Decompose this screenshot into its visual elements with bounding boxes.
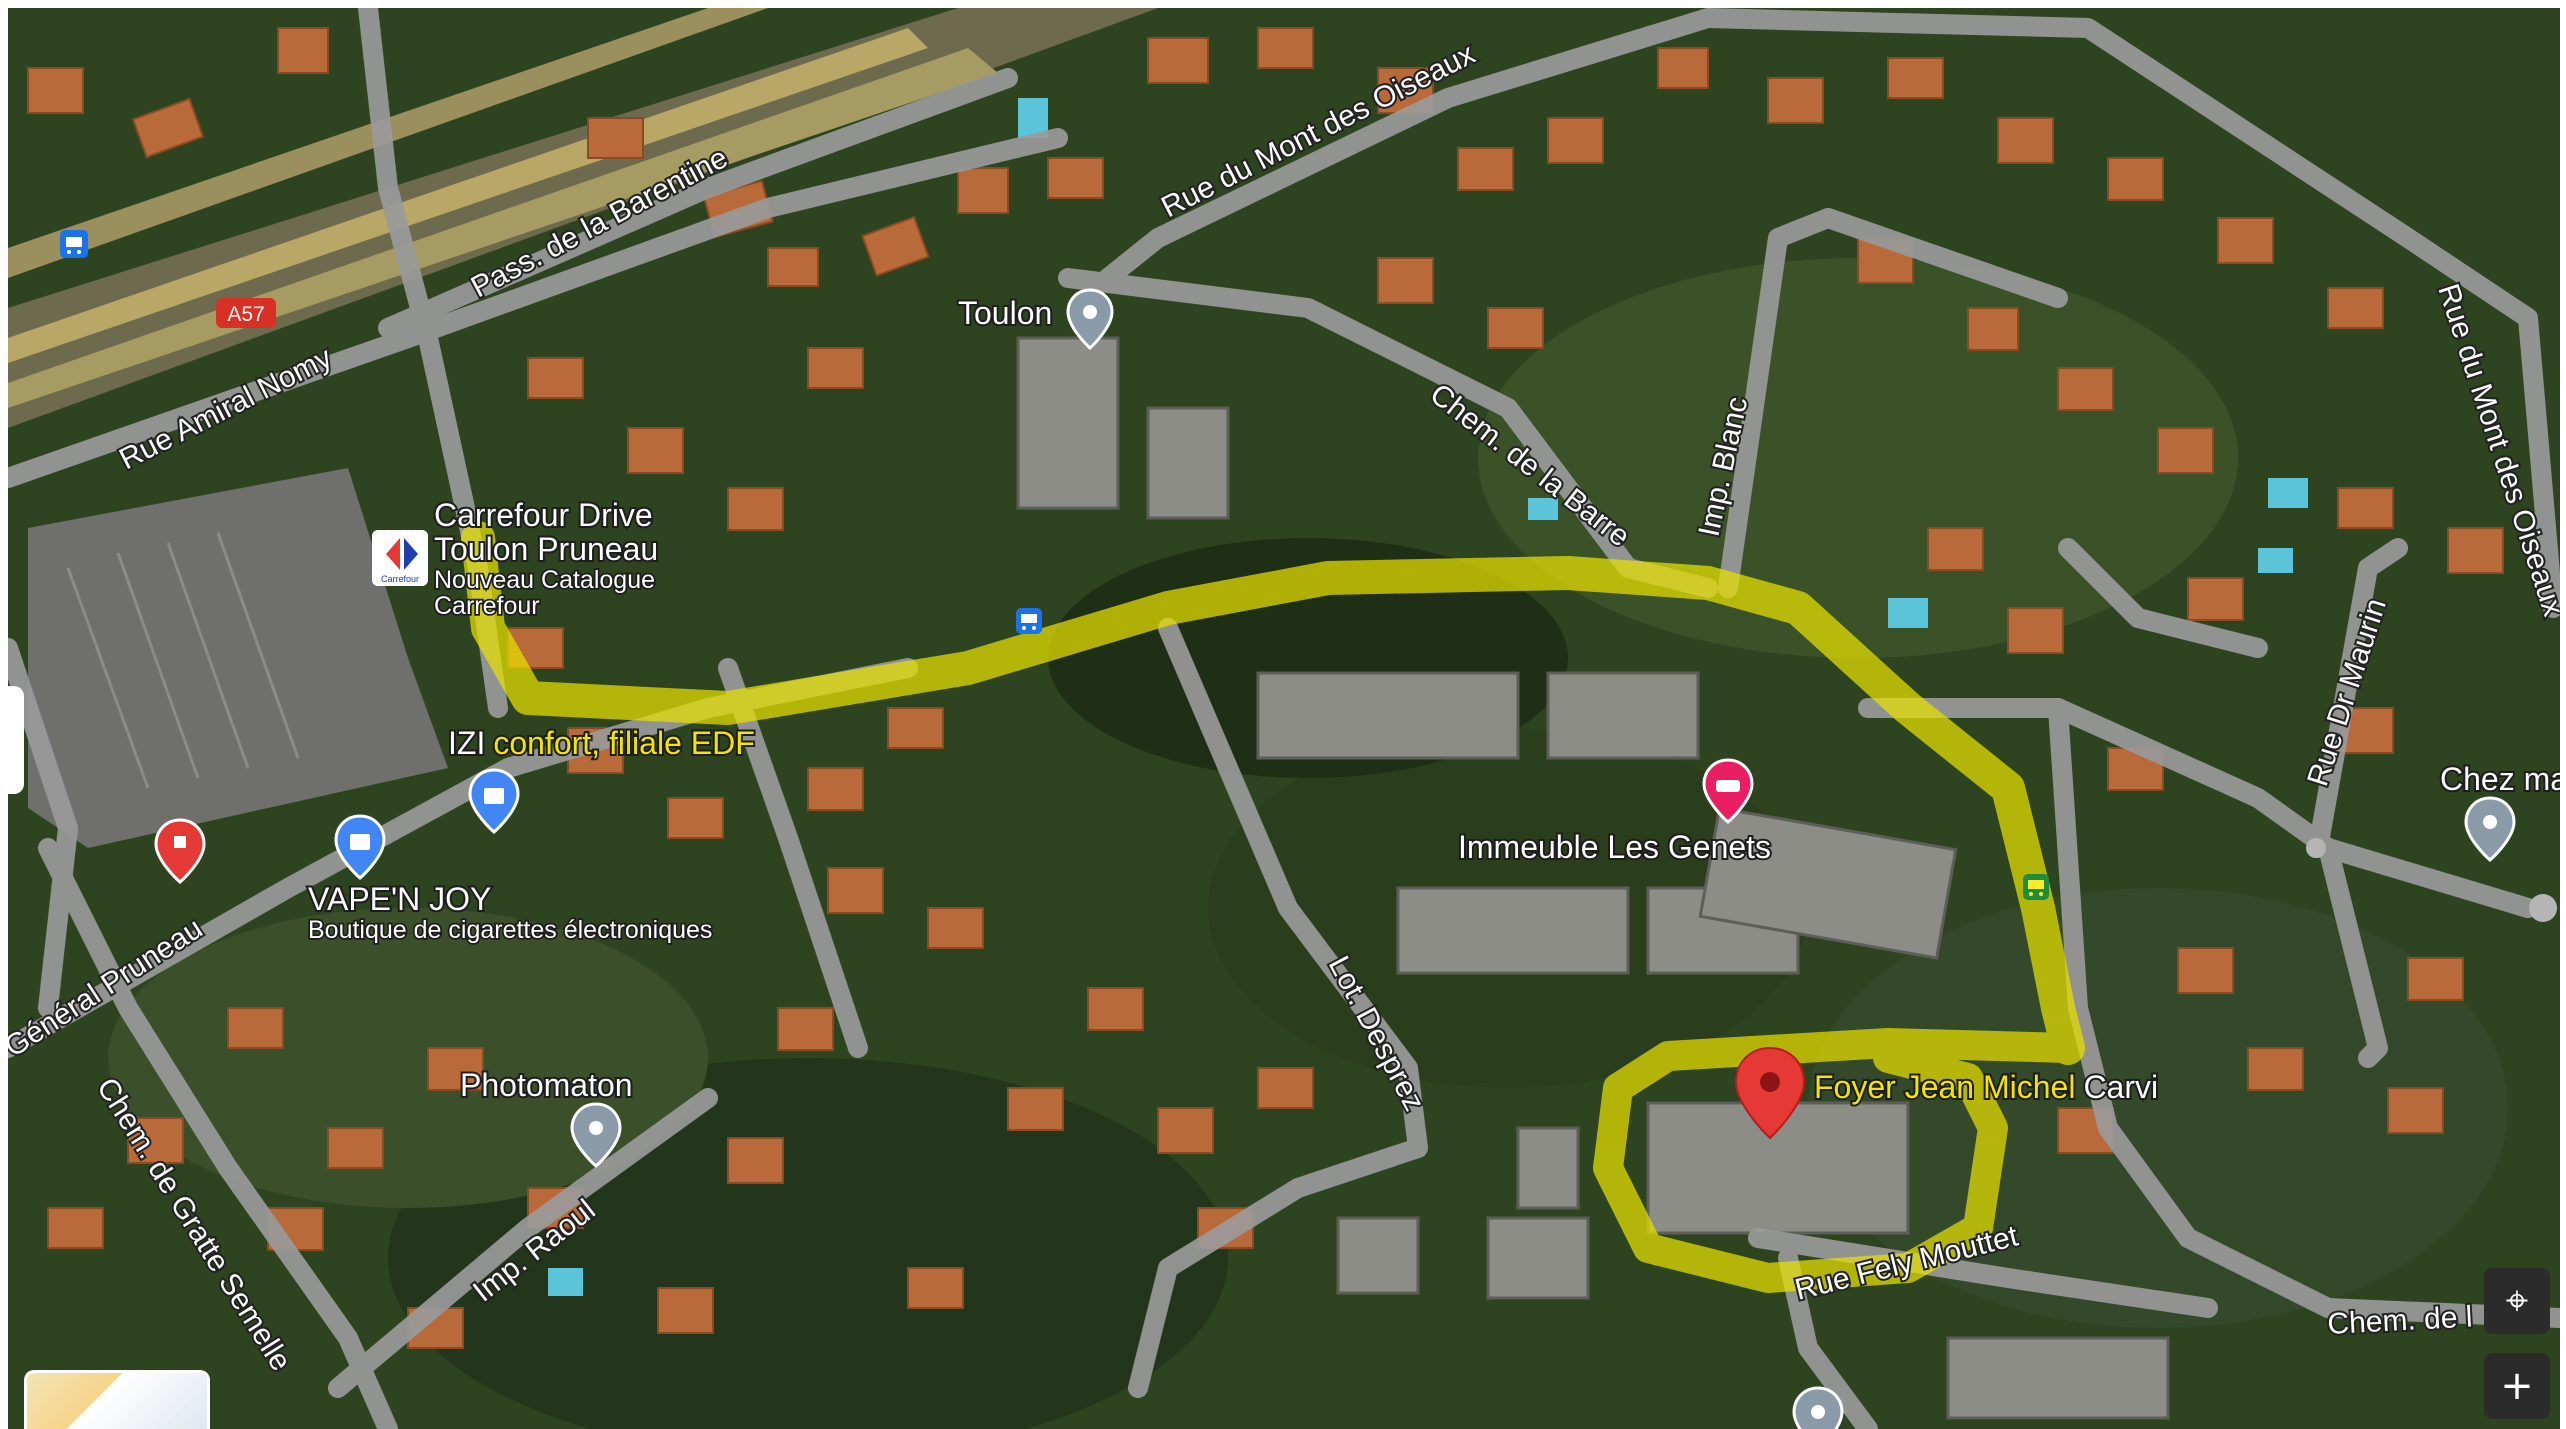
place-pin-icon[interactable] [2464, 796, 2516, 862]
bus-stop-icon[interactable] [2023, 874, 2049, 900]
medical-pin-icon[interactable] [154, 818, 206, 884]
road-middle-west [718, 658, 868, 1058]
bus-stop-icon[interactable] [1016, 608, 1042, 634]
izi-label-white: IZI [448, 725, 485, 761]
parking-lot [28, 468, 448, 848]
shopping-bag-pin-icon[interactable] [468, 768, 520, 834]
road-mid-east [1858, 698, 2538, 918]
place-label-chez-ma: Chez ma [2440, 761, 2560, 797]
svg-text:A57: A57 [227, 303, 264, 326]
plus-icon: + [2500, 1363, 2534, 1409]
hotel-pin-icon[interactable] [1702, 758, 1754, 824]
road-pass-barentine [378, 68, 1018, 338]
road-east-wind [2048, 698, 2560, 1328]
foyer-label-yellow: Foyer Jean Michel [1814, 1069, 2075, 1105]
map-canvas[interactable]: Rue Amiral Nomy Pass. de la Barentine Ru… [8, 8, 2560, 1429]
map-layer-toggle[interactable] [24, 1370, 210, 1429]
my-location-button[interactable]: ⌖ [2484, 1268, 2550, 1334]
place-sub-vape-n-joy: Boutique de cigarettes électroniques [308, 916, 712, 944]
road-junctions [2306, 838, 2557, 922]
road-imp-raoul [328, 1088, 718, 1398]
carrefour-logo-icon[interactable]: Carrefour [372, 530, 428, 586]
shopping-pin-icon[interactable] [334, 814, 386, 880]
crosshair-icon: ⌖ [2505, 1278, 2529, 1324]
side-panel-handle[interactable] [8, 686, 24, 794]
highway-lane [8, 28, 928, 363]
road-network [8, 8, 2560, 1429]
road-rue-dr-maurin [2308, 538, 2408, 858]
place-label-toulon: Toulon [958, 295, 1052, 331]
highway-badge: A57 [216, 298, 276, 328]
foyer-label-white: Carvi [2083, 1069, 2158, 1105]
road-rue-fely-mouttet [1748, 1228, 2218, 1318]
place-sub-carrefour-line3: Nouveau Catalogue [434, 566, 655, 594]
satellite-map[interactable]: Rue Amiral Nomy Pass. de la Barentine Ru… [8, 8, 2560, 1429]
vegetation-patch [108, 908, 708, 1208]
zoom-in-button[interactable]: + [2484, 1353, 2550, 1419]
highlighted-route [461, 521, 2085, 1293]
place-label-carrefour-line2: Toulon Pruneau [434, 531, 658, 567]
swimming-pools [548, 98, 2308, 1296]
road-lot-desprez [1128, 618, 1428, 1398]
road-south-east [2318, 838, 2388, 1068]
place-sub-carrefour-line4: Carrefour [434, 592, 540, 620]
place-pin-icon[interactable] [570, 1102, 622, 1168]
bus-stop-icon[interactable] [60, 230, 88, 258]
road-upper-connector [2058, 538, 2268, 658]
place-pin-icon[interactable] [1792, 1386, 1844, 1429]
place-label-carrefour-line1: Carrefour Drive [434, 497, 653, 533]
place-label-photomaton: Photomaton [460, 1067, 633, 1103]
road-imp-blanc [1718, 208, 2068, 598]
place-label-immeuble-les-genets: Immeuble Les Genets [1458, 829, 1771, 865]
road-rue-amiral-nomy [8, 128, 1068, 488]
place-pin-icon[interactable] [1066, 288, 1114, 351]
apartment-blocks [1016, 336, 2170, 1420]
svg-text:Carrefour: Carrefour [381, 574, 419, 584]
road-rue-mont-oiseaux-top [1098, 8, 2560, 618]
izi-label-yellow: confort, filiale EDF [493, 725, 754, 761]
place-label-vape-n-joy: VAPE'N JOY [308, 881, 491, 917]
destination-pin-icon[interactable] [1734, 1046, 1806, 1140]
road-far-west-vertical [8, 638, 78, 1018]
parking-rows [66, 532, 300, 789]
vegetation-patch [1478, 258, 2238, 658]
